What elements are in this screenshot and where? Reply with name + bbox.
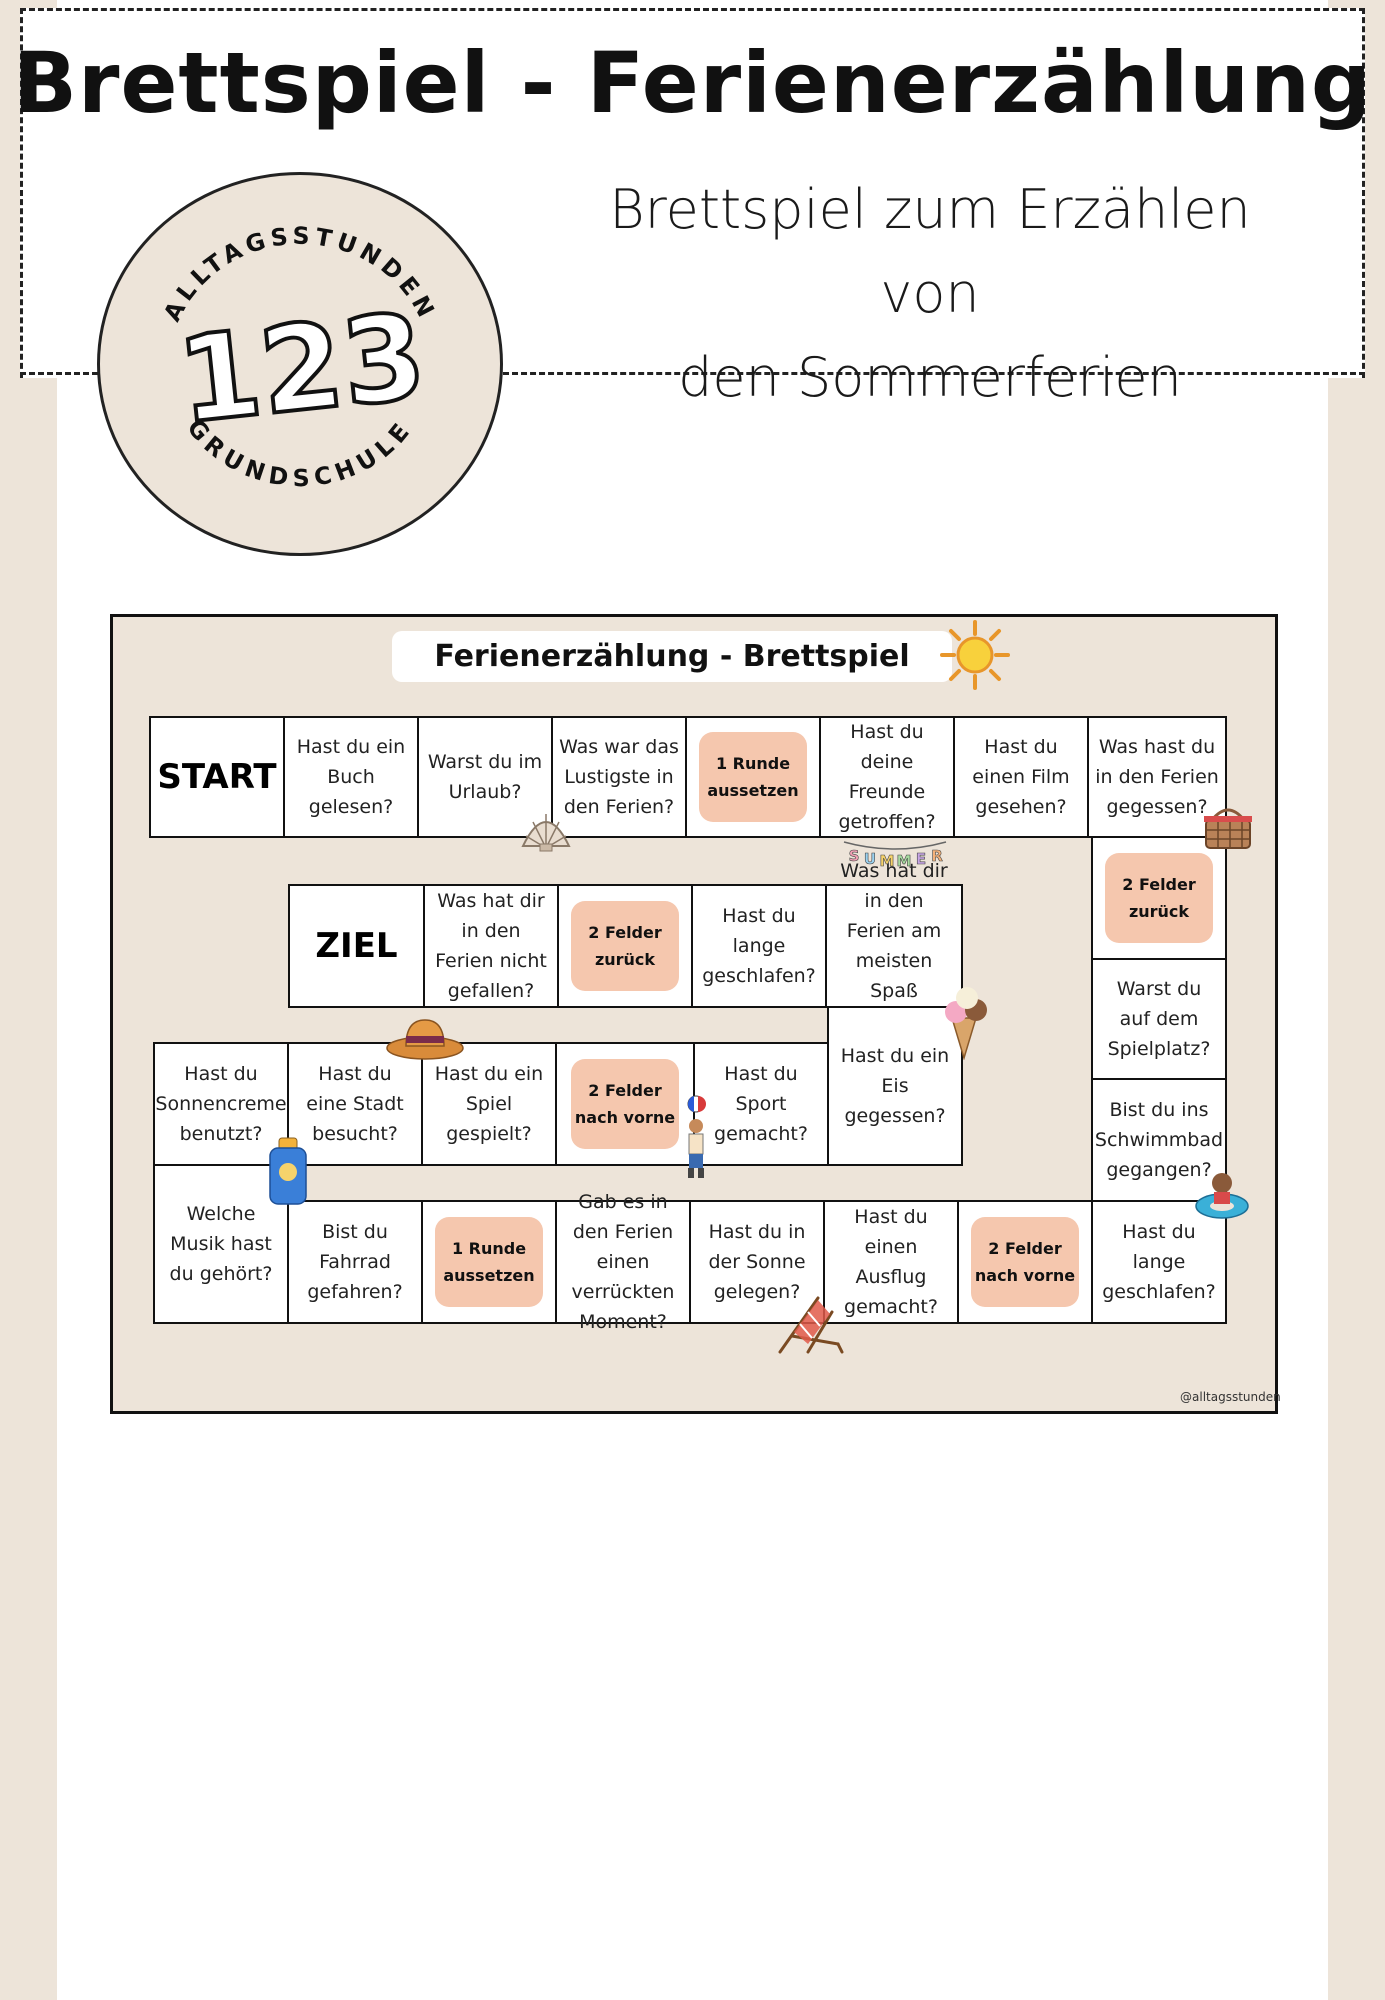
field-question: Warst du auf dem Spielplatz? <box>1091 958 1227 1080</box>
special-pill: 1 Runde aussetzen <box>435 1217 543 1307</box>
field-start: START <box>149 716 285 838</box>
field-special: 1 Runde aussetzen <box>421 1200 557 1324</box>
ice-cream-icon <box>945 987 987 1060</box>
kid-flag-icon <box>687 1095 706 1178</box>
header-dash-right <box>503 372 1365 375</box>
field-question: Hast du ein Spiel gespielt? <box>421 1042 557 1166</box>
subtitle-line-2: den Sommerferien <box>678 346 1182 409</box>
svg-text:S: S <box>849 847 860 865</box>
special-pill: 2 Felder nach vorne <box>971 1217 1079 1307</box>
field-goal: ZIEL <box>288 884 425 1008</box>
hat-icon <box>386 1019 464 1060</box>
field-special: 2 Felder nach vorne <box>555 1042 695 1166</box>
svg-text:M: M <box>897 852 912 870</box>
field-question: Hast du einen Ausflug gemacht? <box>823 1200 959 1324</box>
special-pill: 2 Felder zurück <box>1105 853 1213 943</box>
field-question: Hast du lange geschlafen? <box>1091 1200 1227 1324</box>
beach-chair-icon <box>778 1296 844 1354</box>
svg-text:R: R <box>931 847 943 865</box>
field-question: Hast du ein Buch gelesen? <box>283 716 419 838</box>
field-question: Hast du eine Stadt besucht? <box>287 1042 423 1166</box>
field-question: Hast du einen Film gesehen? <box>953 716 1089 838</box>
field-special: 2 Felder zurück <box>557 884 693 1008</box>
svg-text:E: E <box>916 850 926 868</box>
field-question: Bist du Fahrrad gefahren? <box>287 1200 423 1324</box>
shell-icon <box>521 814 571 852</box>
board-title: Ferienerzählung - Brettspiel <box>392 631 952 682</box>
svg-text:M: M <box>880 852 895 870</box>
page-title: Brettspiel - Ferienerzählung <box>13 34 1372 132</box>
sun-icon <box>940 620 1010 690</box>
special-pill: 2 Felder nach vorne <box>571 1059 679 1149</box>
header-dash-left <box>20 372 98 375</box>
field-special: 2 Felder zurück <box>1091 836 1227 960</box>
logo-number: 123 <box>172 287 432 450</box>
logo-graphic: ALLTAGSSTUNDEN GRUNDSCHULE 123 <box>158 222 437 493</box>
field-special: 1 Runde aussetzen <box>685 716 821 838</box>
swim-ring-kid-icon <box>1195 1173 1249 1219</box>
basket-icon <box>1204 808 1252 849</box>
subtitle-line-1: Brettspiel zum Erzählen von <box>609 178 1251 325</box>
sunscreen-icon <box>269 1137 307 1205</box>
field-question: Bist du ins Schwimmbad gegangen? <box>1091 1078 1227 1202</box>
field-question: Warst du im Urlaub? <box>417 716 553 838</box>
credit-text: @alltagsstunden <box>1180 1390 1281 1404</box>
field-question: Hast du deine Freunde getroffen? <box>819 716 955 838</box>
field-question: Hast du lange geschlafen? <box>691 884 827 1008</box>
svg-text:U: U <box>864 850 876 868</box>
field-question: Was war das Lustigste in den Ferien? <box>551 716 687 838</box>
field-special: 2 Felder nach vorne <box>957 1200 1093 1324</box>
field-question: Hast du Sonnencreme benutzt? <box>153 1042 289 1166</box>
special-pill: 1 Runde aussetzen <box>699 732 807 822</box>
brand-logo: ALLTAGSSTUNDEN GRUNDSCHULE 123 <box>97 172 503 556</box>
special-pill: 2 Felder zurück <box>571 901 679 991</box>
page-subtitle: Brettspiel zum Erzählen von den Sommerfe… <box>560 168 1300 420</box>
field-question: Hast du ein Eis gegessen? <box>827 1006 963 1166</box>
field-question: Was hast du in den Ferien gegessen? <box>1087 716 1227 838</box>
field-question: Gab es in den Ferien einen verrückten Mo… <box>555 1191 691 1333</box>
field-question: Welche Musik hast du gehört? <box>153 1164 289 1324</box>
field-question: Was hat dir in den Ferien nicht gefallen… <box>423 884 559 1008</box>
field-question: Hast du in der Sonne gelegen? <box>689 1200 825 1324</box>
